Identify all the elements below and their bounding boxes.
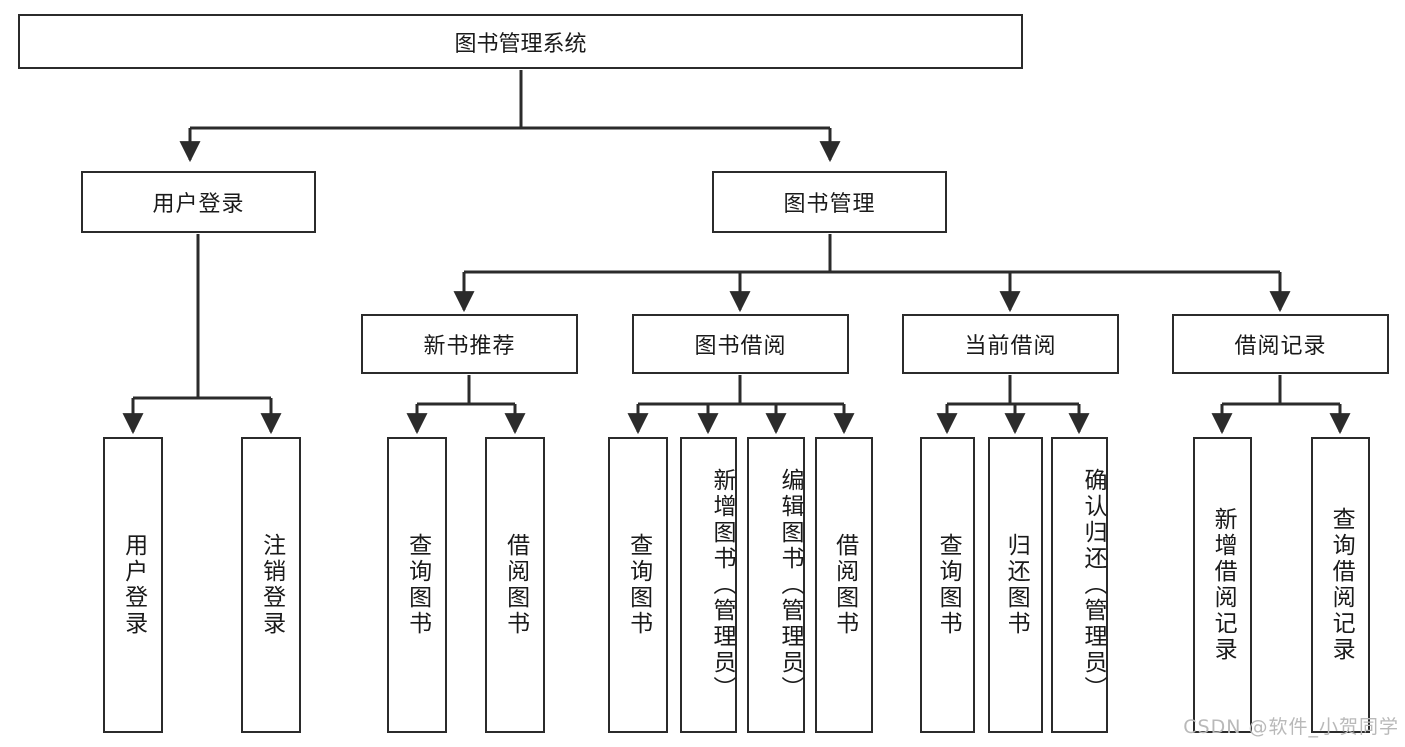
node-label: 注销登录 xyxy=(258,533,285,637)
leaf-borrow-add-book-admin[interactable]: 新增图书（管理员） xyxy=(680,437,737,733)
node-label: 借阅图书 xyxy=(502,533,529,637)
leaf-user-login-signout[interactable]: 注销登录 xyxy=(241,437,301,733)
node-label: 用户登录 xyxy=(120,533,147,637)
node-current-borrow[interactable]: 当前借阅 xyxy=(902,314,1119,374)
node-label: 借阅图书 xyxy=(831,533,858,637)
node-label: 新书推荐 xyxy=(423,334,516,359)
leaf-records-query-record[interactable]: 查询借阅记录 xyxy=(1311,437,1370,733)
leaf-current-return-book[interactable]: 归还图书 xyxy=(988,437,1043,733)
node-label: 查询图书 xyxy=(404,533,431,637)
node-new-book-recommend[interactable]: 新书推荐 xyxy=(361,314,578,374)
leaf-borrow-borrow-book[interactable]: 借阅图书 xyxy=(815,437,873,733)
node-label: 确认归还（管理员） xyxy=(1080,468,1106,702)
leaf-borrow-query-book[interactable]: 查询图书 xyxy=(608,437,668,733)
node-label: 图书管理系统 xyxy=(454,31,587,57)
leaf-records-add-record[interactable]: 新增借阅记录 xyxy=(1193,437,1252,733)
node-label: 用户登录 xyxy=(152,192,245,217)
node-label: 新增图书（管理员） xyxy=(709,468,735,702)
leaf-recommend-borrow-book[interactable]: 借阅图书 xyxy=(485,437,545,733)
node-borrow-records[interactable]: 借阅记录 xyxy=(1172,314,1389,374)
node-label: 图书管理 xyxy=(783,192,876,217)
node-root-system[interactable]: 图书管理系统 xyxy=(18,14,1023,69)
node-label: 借阅记录 xyxy=(1234,334,1327,359)
node-user-login[interactable]: 用户登录 xyxy=(81,171,316,233)
node-label: 新增借阅记录 xyxy=(1210,507,1237,663)
leaf-recommend-query-book[interactable]: 查询图书 xyxy=(387,437,447,733)
node-label: 归还图书 xyxy=(1003,533,1030,637)
leaf-borrow-edit-book-admin[interactable]: 编辑图书（管理员） xyxy=(747,437,805,733)
node-label: 图书借阅 xyxy=(694,334,787,359)
node-label: 查询图书 xyxy=(935,533,962,637)
leaf-current-confirm-return-admin[interactable]: 确认归还（管理员） xyxy=(1051,437,1108,733)
node-label: 查询借阅记录 xyxy=(1328,507,1355,663)
node-book-borrow[interactable]: 图书借阅 xyxy=(632,314,849,374)
node-book-management[interactable]: 图书管理 xyxy=(712,171,947,233)
node-label: 编辑图书（管理员） xyxy=(777,468,803,702)
node-label: 查询图书 xyxy=(625,533,652,637)
leaf-current-query-book[interactable]: 查询图书 xyxy=(920,437,975,733)
leaf-user-login-signin[interactable]: 用户登录 xyxy=(103,437,163,733)
node-label: 当前借阅 xyxy=(964,334,1057,359)
